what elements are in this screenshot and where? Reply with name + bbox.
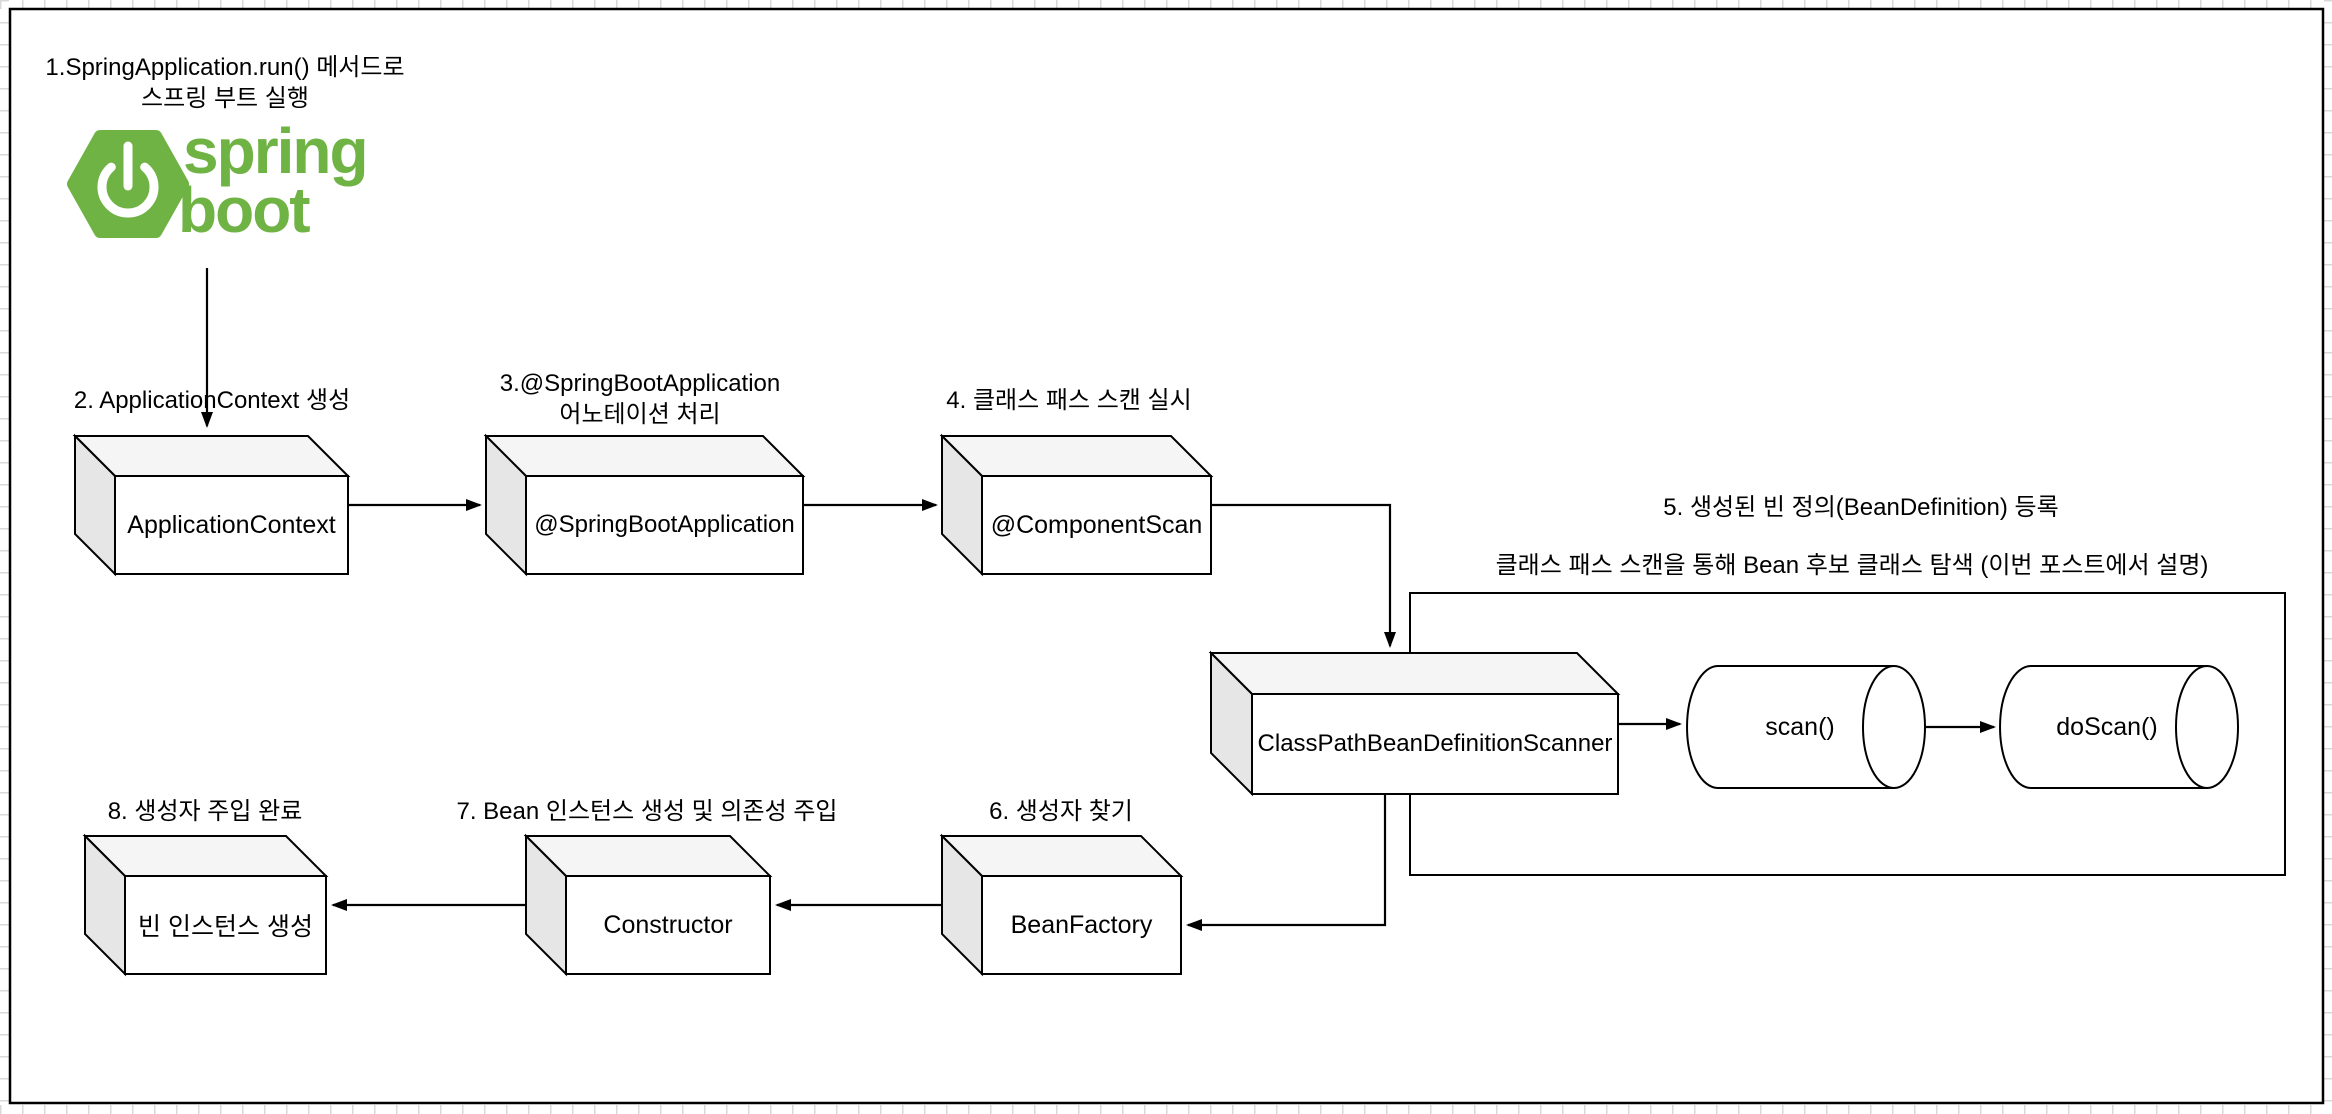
arrow-component-scan-to-scanner [1211, 503, 1396, 648]
bean-factory-label: BeanFactory [1010, 910, 1153, 939]
grid-ticks-right [2324, 0, 2332, 1114]
node-constructor [523, 833, 773, 977]
application-context-label: ApplicationContext [127, 510, 336, 539]
grid-ticks-bottom [0, 1105, 2332, 1114]
step4-label: 4. 클래스 패스 스캔 실시 [946, 387, 1192, 414]
step1-label: 1.SpringApplication.run() 메서드로 스프링 부트 실행 [45, 54, 405, 112]
node-application-context [72, 433, 351, 577]
grid-ticks-top [0, 0, 2332, 9]
spring-boot-application-label: @SpringBootApplication [534, 511, 795, 538]
step6-label: 6. 생성자 찾기 [989, 798, 1133, 825]
scan-label: scan() [1765, 712, 1835, 741]
bean-instance-label: 빈 인스턴스 생성 [138, 913, 313, 941]
power-icon [97, 141, 159, 218]
spring-boot-logo: spring boot [67, 115, 369, 246]
node-do-scan [1999, 665, 2239, 789]
logo-word-boot: boot [178, 174, 310, 246]
node-scan [1686, 665, 1926, 789]
node-spring-boot-application [483, 433, 806, 577]
grid-ticks-left [0, 0, 9, 1114]
node-component-scan [939, 433, 1214, 577]
step7-label: 7. Bean 인스턴스 생성 및 의존성 주입 [456, 798, 838, 825]
node-bean-factory [939, 833, 1184, 977]
step5-label-line1: 5. 생성된 빈 정의(BeanDefinition) 등록 [1663, 494, 2059, 521]
outer-border [8, 7, 2325, 1105]
step8-label: 8. 생성자 주입 완료 [107, 798, 303, 825]
scanner-label: ClassPathBeanDefinitionScanner [1257, 730, 1613, 757]
step5-label-line2: 클래스 패스 스캔을 통해 Bean 후보 클래스 탐색 (이번 포스트에서 설… [1495, 552, 2209, 579]
do-scan-label: doScan() [2056, 712, 2158, 741]
arrow-scanner-to-bean-factory [1186, 794, 1387, 931]
node-scanner [1208, 650, 1621, 797]
constructor-label: Constructor [603, 910, 733, 939]
logo-word-spring: spring [183, 115, 367, 187]
component-scan-label: @ComponentScan [990, 510, 1203, 539]
step3-label: 3.@SpringBootApplication 어노테이션 처리 [499, 370, 781, 428]
node-bean-instance [82, 833, 329, 977]
step2-label: 2. ApplicationContext 생성 [73, 387, 351, 414]
